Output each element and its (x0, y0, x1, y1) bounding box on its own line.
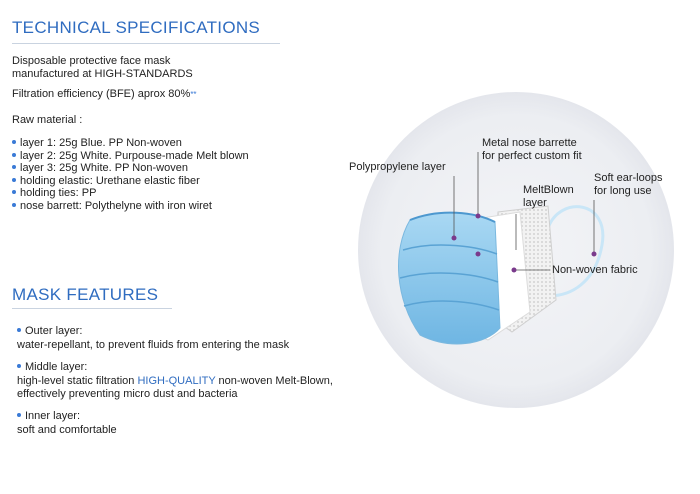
bullet-icon (12, 190, 16, 195)
specs-divider (12, 43, 280, 44)
label-nose-barrette: Metal nose barrette for perfect custom f… (482, 137, 582, 162)
raw-material-item: nose barrett: Polythelyne with iron wire… (12, 200, 249, 213)
outer-layer-desc: water-repellant, to prevent fluids from … (17, 339, 290, 351)
label-meltblown: MeltBlown layer (523, 184, 574, 209)
mask-pleat (402, 244, 498, 255)
bullet-icon (12, 177, 16, 182)
filtration-footnote-mark: ** (190, 90, 197, 99)
nose-wire-edge (409, 211, 496, 223)
label-ear-loops: Soft ear-loops for long use (594, 172, 663, 197)
marker-dot (511, 267, 517, 273)
ear-loop (539, 205, 605, 298)
mask-pleat (403, 300, 500, 311)
bullet-icon (17, 364, 21, 368)
marker-dot (451, 235, 457, 241)
mask-pleat (399, 272, 499, 283)
middle-layer-desc-line2: effectively preventing micro dust and ba… (17, 388, 238, 400)
quality-highlight: HIGH-QUALITY (137, 375, 216, 387)
filtration-text: Filtration efficiency (BFE) aprox 80% (12, 88, 191, 100)
raw-material-item: holding elastic: Urethane elastic fiber (12, 175, 249, 188)
bullet-icon (12, 202, 16, 207)
specs-heading: TECHNICAL SPECIFICATIONS (12, 18, 261, 37)
inner-layer-desc: soft and comfortable (17, 424, 117, 436)
outer-layer-title: Outer layer: (17, 325, 82, 338)
filtration-efficiency: Filtration efficiency (BFE) aprox 80%** (12, 88, 197, 101)
raw-material-item: holding ties: PP (12, 187, 249, 200)
specs-intro-line2: manufactured at HIGH-STANDARDS (12, 68, 193, 80)
inner-layer-title: Inner layer: (17, 410, 80, 423)
bullet-icon (17, 328, 21, 332)
middle-layer-title: Middle layer: (17, 361, 87, 374)
label-nonwoven: Non-woven fabric (552, 264, 638, 276)
raw-material-list: layer 1: 25g Blue. PP Non-woven layer 2:… (12, 137, 249, 213)
bullet-icon (12, 165, 16, 170)
label-polypropylene: Polypropylene layer (349, 161, 446, 173)
bullet-icon (17, 413, 21, 417)
specs-intro-line1: Disposable protective face mask (12, 55, 171, 67)
middle-layer-desc: high-level static filtration HIGH-QUALIT… (17, 375, 333, 387)
features-divider (12, 308, 172, 309)
raw-material-label: Raw material : (12, 114, 83, 126)
bullet-icon (12, 140, 16, 144)
marker-dot (591, 251, 597, 257)
raw-material-item: layer 3: 25g White. PP Non-woven (12, 162, 249, 175)
raw-material-item: layer 2: 25g White. Purpouse-made Melt b… (12, 150, 249, 163)
marker-dot (475, 213, 481, 219)
raw-material-item: layer 1: 25g Blue. PP Non-woven (12, 137, 249, 150)
marker-dot (475, 251, 481, 257)
features-heading: MASK FEATURES (12, 285, 159, 304)
bullet-icon (12, 152, 16, 157)
